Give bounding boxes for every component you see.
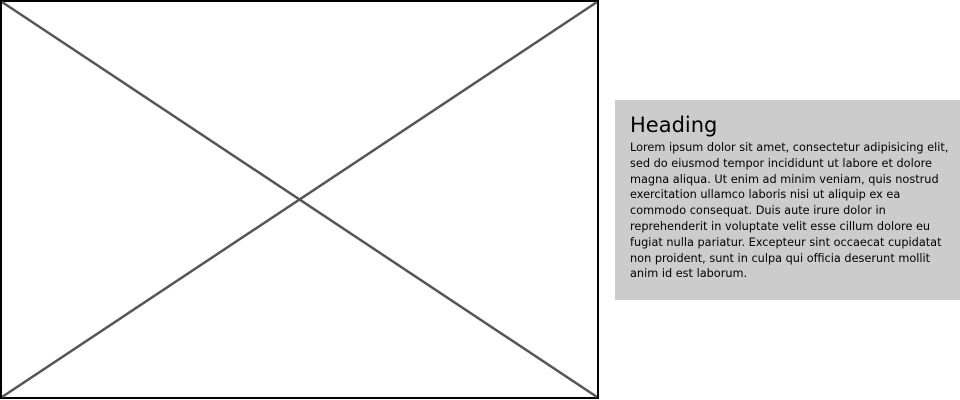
panel-heading: Heading [630, 113, 718, 137]
panel-body-text: Lorem ipsum dolor sit amet, consectetur … [630, 141, 949, 281]
placeholder-diagonal-2 [1, 0, 598, 399]
image-placeholder [0, 0, 599, 399]
text-panel: Heading Lorem ipsum dolor sit amet, cons… [615, 100, 960, 300]
image-placeholder-icon [0, 0, 599, 399]
